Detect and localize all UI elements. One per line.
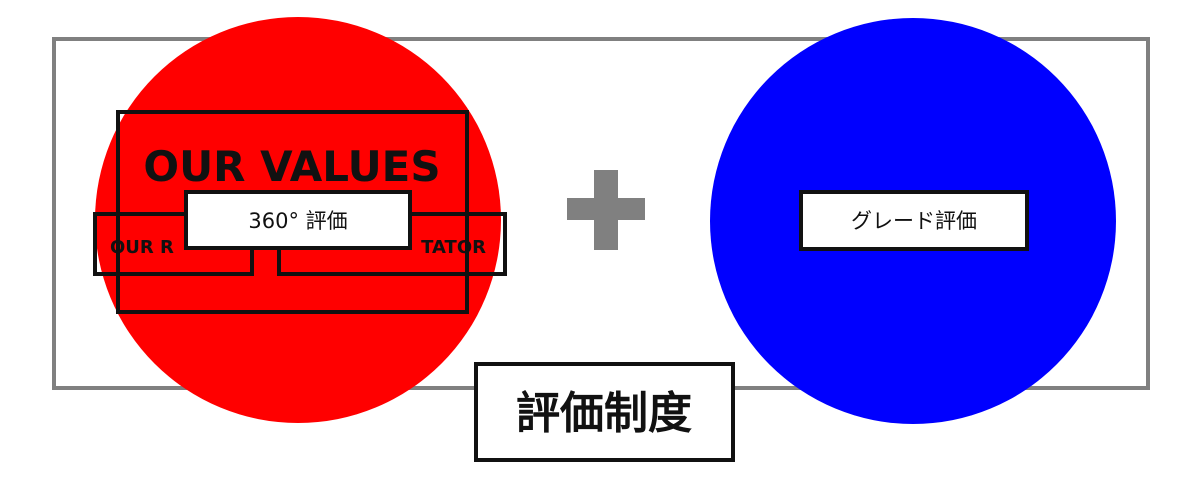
title-box [474,362,735,462]
label-box-360 [184,190,412,250]
diagram-title: 評価制度 [516,388,692,439]
label-grade-evaluation: グレード評価 [851,209,977,233]
sub-label-left: OUR R [110,237,174,258]
sub-label-right: TATOR [421,237,486,258]
plus-icon: + [567,170,645,250]
plus-icon-vertical [594,170,618,250]
values-heading: OUR VALUES [143,142,440,191]
label-box-grade [799,190,1029,251]
label-360-evaluation: 360° 評価 [248,209,347,233]
